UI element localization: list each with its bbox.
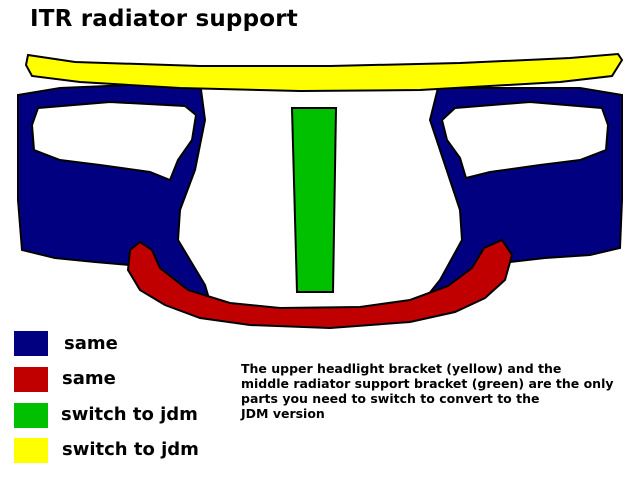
legend-swatch-blue (14, 331, 48, 356)
upper-bracket-yellow (24, 52, 624, 93)
legend-swatch-red (14, 367, 48, 392)
explanation-note: The upper headlight bracket (yellow) and… (241, 361, 636, 421)
legend-label-blue: same (64, 333, 118, 354)
note-line: parts you need to switch to convert to t… (241, 391, 540, 406)
note-line: JDM version (241, 406, 325, 421)
legend-swatch-green (14, 403, 48, 428)
center-bracket-green (290, 107, 338, 293)
left-cutout (30, 100, 198, 182)
legend-label-red: same (62, 368, 116, 389)
page-title: ITR radiator support (30, 6, 298, 32)
legend-label-yellow: switch to jdm (62, 439, 199, 460)
legend-label-green: switch to jdm (61, 404, 198, 425)
lower-bracket-red (126, 238, 514, 330)
legend-swatch-yellow (14, 438, 48, 463)
note-line: The upper headlight bracket (yellow) and… (241, 361, 562, 376)
right-cutout (440, 100, 610, 180)
note-line: middle radiator support bracket (green) … (241, 376, 614, 391)
